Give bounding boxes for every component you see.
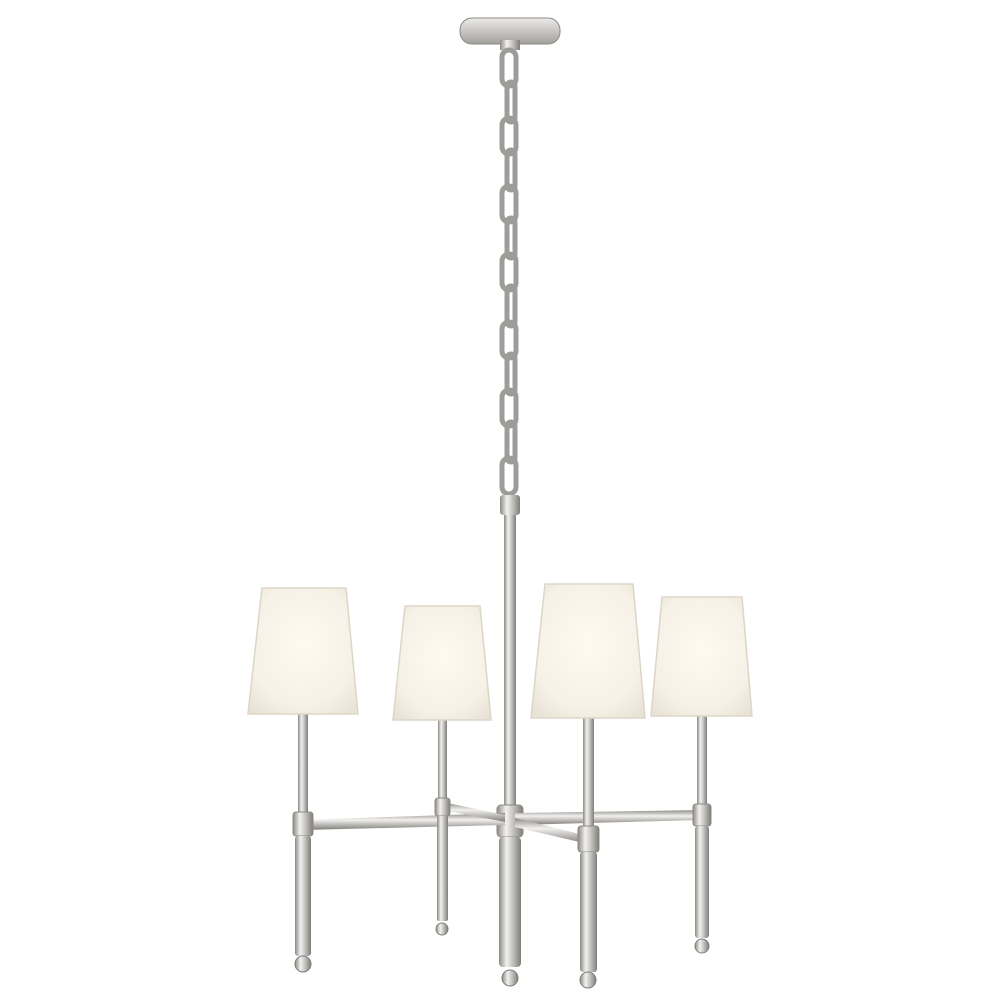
candle-post-4 <box>692 714 712 954</box>
candle-post-2 <box>434 718 451 936</box>
candle-post-1 <box>292 712 314 973</box>
lamp-shade-4 <box>650 596 753 717</box>
candle-post-3 <box>577 716 600 989</box>
arms <box>303 802 703 844</box>
lamp-shade-3 <box>530 583 646 719</box>
lamp-shade-2 <box>392 605 492 721</box>
lamp-shade-1 <box>247 587 359 715</box>
central-stem <box>496 495 524 987</box>
canopy <box>459 17 561 50</box>
chain <box>499 47 519 497</box>
